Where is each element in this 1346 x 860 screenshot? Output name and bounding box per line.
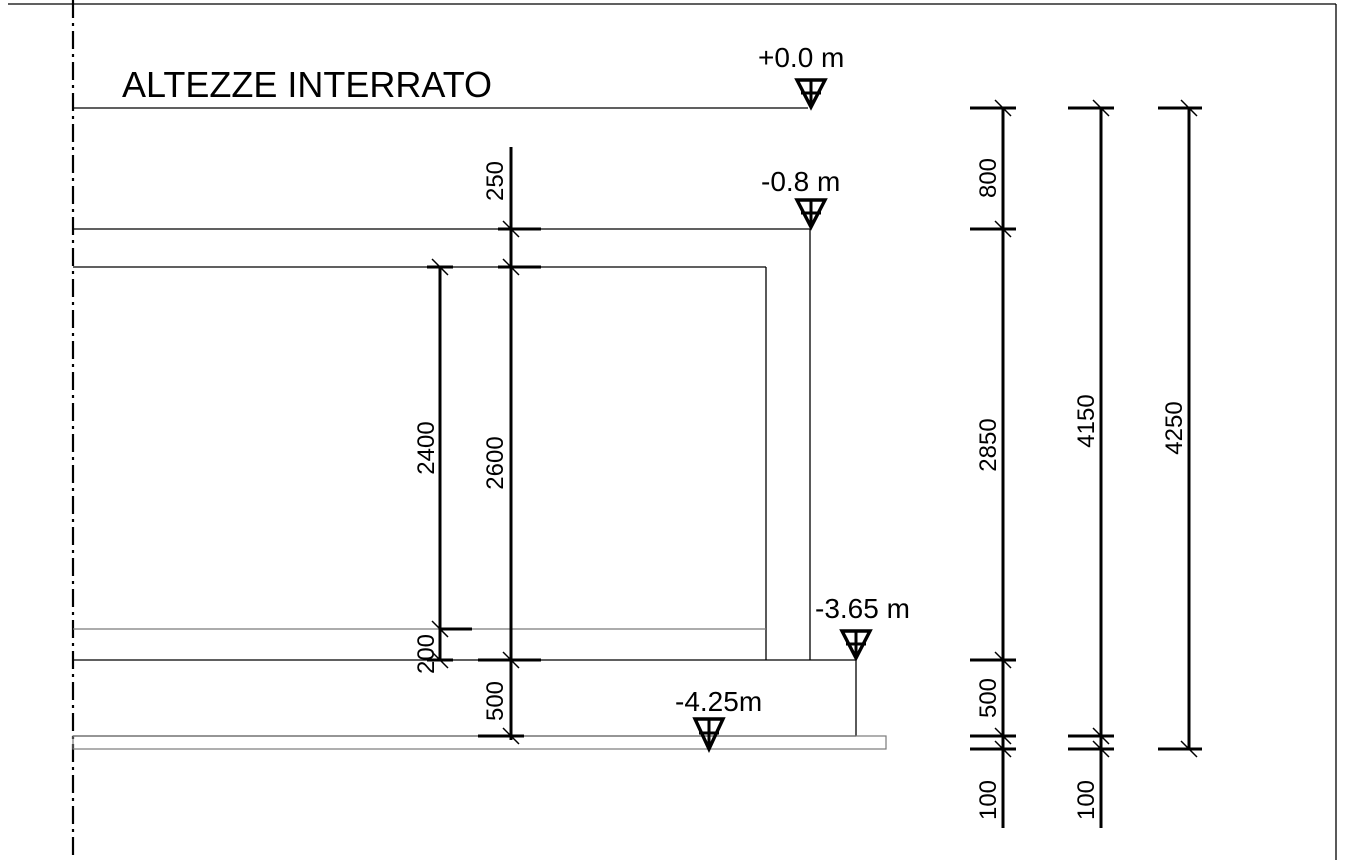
dimension-4150-chain: 4150 100: [1068, 99, 1114, 828]
dimension-label-200: 200: [413, 634, 440, 674]
dimension-2600-chain: 250 2600 500: [478, 147, 541, 745]
dimension-label-2850: 2850: [975, 418, 1002, 471]
dimension-2850-chain: 800 2850 500 100: [970, 99, 1016, 828]
dimension-label-100-b: 100: [1073, 780, 1100, 820]
drawing-title: ALTEZZE INTERRATO: [122, 64, 492, 105]
dimension-label-100-a: 100: [975, 780, 1002, 820]
dimension-label-2600: 2600: [482, 436, 509, 489]
dimension-label-2400: 2400: [413, 421, 440, 474]
level-label-floor: -3.65 m: [815, 593, 910, 624]
dimension-label-500-right: 500: [975, 678, 1002, 718]
level-marker-base: -4.25m: [675, 686, 762, 754]
level-label-slab: -0.8 m: [761, 166, 840, 197]
level-label-top: +0.0 m: [758, 42, 844, 73]
level-marker-top: +0.0 m: [758, 42, 844, 111]
dimension-label-500-left: 500: [482, 681, 509, 721]
drawing-frame: [8, 3, 1337, 860]
level-marker-floor: -3.65 m: [815, 593, 910, 662]
level-marker-slab: -0.8 m: [761, 166, 840, 231]
structure-outline: [72, 228, 887, 750]
dimension-2400-chain: 2400 200: [413, 258, 472, 674]
dimension-label-800: 800: [975, 158, 1002, 198]
dimension-label-4150: 4150: [1073, 394, 1100, 447]
dimension-label-250: 250: [482, 161, 509, 201]
level-label-base: -4.25m: [675, 686, 762, 717]
dimension-label-4250: 4250: [1161, 401, 1188, 454]
dimension-4250-chain: 4250: [1158, 99, 1202, 758]
